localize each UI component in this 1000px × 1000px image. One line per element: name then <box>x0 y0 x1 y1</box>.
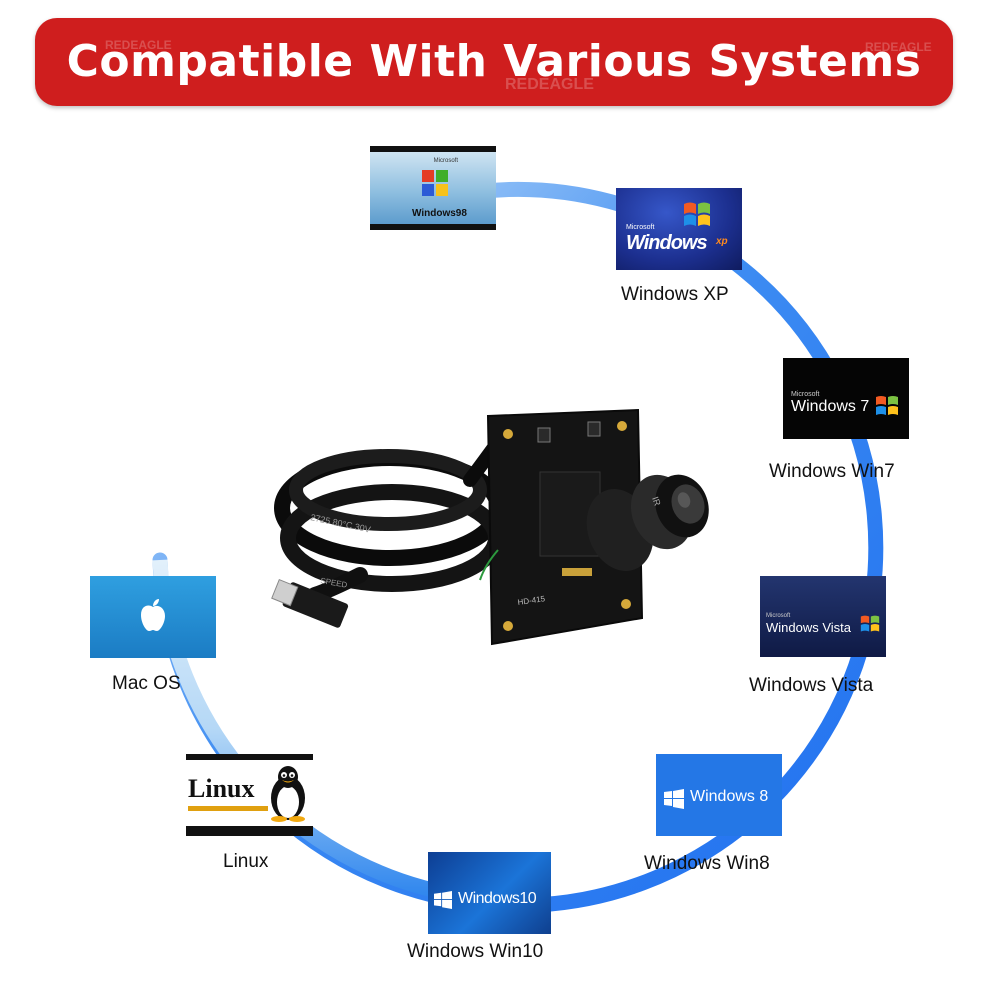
windows-7-logo: Microsoft Windows 7 <box>783 358 909 439</box>
windows-win10-label: Windows Win10 <box>407 941 544 962</box>
windows98-logo: Microsoft Windows98 <box>370 146 496 230</box>
windows-vista-logo: Microsoft Windows Vista <box>760 576 886 657</box>
windows-10-logo: Windows10 <box>428 852 551 934</box>
windows-vista-logo-text: Windows Vista <box>766 620 852 635</box>
xp-suffix: xp <box>716 236 728 247</box>
windows-xp-logo: Microsoft Windows xp <box>616 188 742 270</box>
banner-watermark-right: REDEAGLE <box>865 40 932 54</box>
linux-logo-text: Linux <box>188 774 255 803</box>
green-wire <box>479 549 499 581</box>
windows-flag-icon <box>684 202 710 226</box>
windows-vista-label: Windows Vista <box>749 675 874 696</box>
windows-xp-label: Windows XP <box>621 284 729 305</box>
windows-logo-icon <box>664 789 684 809</box>
tux-penguin-icon <box>271 766 305 822</box>
microsoft-text: Microsoft <box>766 613 791 619</box>
windows-flag-icon <box>860 615 880 632</box>
windows-logo-icon <box>434 891 452 909</box>
windows-8-logo-text: Windows 8 <box>690 788 769 805</box>
linux-underline <box>188 806 268 811</box>
windows-10-logo-text: Windows10 <box>458 890 537 907</box>
title-banner: REDEAGLE REDEAGLE REDEAGLE Compatible Wi… <box>35 18 953 106</box>
microsoft-text: Microsoft <box>791 391 820 398</box>
usb-camera-module: 2725 80°C 30V SPEED HD-415 IR <box>271 408 709 646</box>
apple-icon <box>141 599 165 631</box>
banner-watermark: REDEAGLE <box>105 38 172 52</box>
windows98-logo-text: Windows98 <box>412 208 467 219</box>
mac-os-logo <box>90 576 216 658</box>
windows-flag-icon <box>876 396 898 415</box>
mac-os-label: Mac OS <box>112 673 181 694</box>
board-label: HD-415 <box>517 594 546 607</box>
windows-win7-label: Windows Win7 <box>769 461 895 482</box>
windows-flag-icon <box>422 170 448 196</box>
windows-8-logo: Windows 8 <box>656 754 782 836</box>
microsoft-text: Microsoft <box>626 224 655 231</box>
usb-plug <box>271 578 349 628</box>
windows-win8-label: Windows Win8 <box>644 853 770 874</box>
camera-lens: IR <box>539 471 709 571</box>
banner-title: Compatible With Various Systems <box>66 36 922 87</box>
banner-watermark-center: REDEAGLE <box>505 76 594 93</box>
linux-label: Linux <box>223 851 269 872</box>
lens-ir-label: IR <box>650 495 663 507</box>
windows-xp-logo-text: Windows <box>626 232 708 254</box>
windows-7-logo-text: Windows 7 <box>791 398 870 415</box>
microsoft-text: Microsoft <box>433 158 458 164</box>
linux-logo: Linux <box>186 754 313 836</box>
